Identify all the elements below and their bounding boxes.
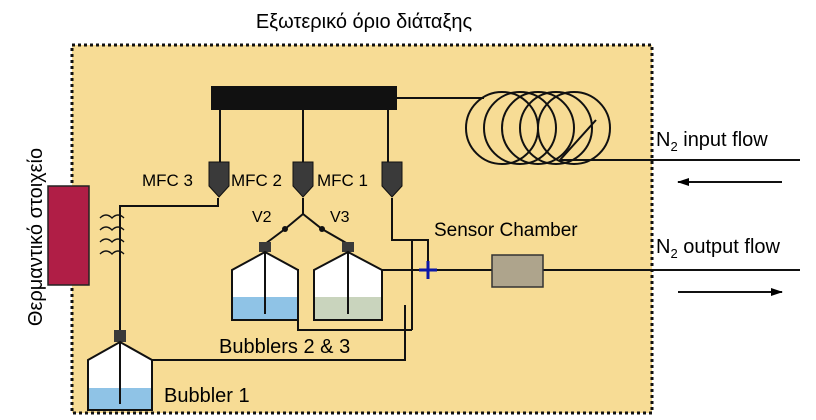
valve-v2	[282, 226, 288, 232]
output-flow-label: N2 output flow	[656, 236, 781, 261]
mfc-1-label: MFC 1	[317, 171, 368, 190]
diagram-title: Εξωτερικό όριο διάταξης	[256, 11, 473, 33]
heater-element	[47, 185, 90, 286]
input-flow-label: N2 input flow	[656, 129, 768, 154]
flow-junction	[419, 261, 437, 279]
gas-manifold	[211, 86, 397, 110]
valve-v3	[319, 226, 325, 232]
sensor-chamber	[491, 254, 544, 288]
mfc-2	[292, 161, 314, 198]
valve-v2-label: V2	[252, 209, 272, 226]
mfc-2-label: MFC 2	[231, 171, 282, 190]
heater-label: Θερμαντικό στοιχείο	[25, 148, 47, 326]
bubbler-3	[313, 242, 383, 321]
bubbler-2	[231, 242, 299, 321]
gas-coil	[465, 91, 611, 165]
mfc-3-label: MFC 3	[142, 171, 193, 190]
piping	[119, 97, 800, 361]
mfc-1	[381, 161, 403, 198]
bubblers-2-3-label: Bubblers 2 & 3	[219, 336, 350, 358]
sensor-chamber-label: Sensor Chamber	[434, 220, 578, 241]
valve-v3-label: V3	[330, 209, 350, 226]
mfc-3	[208, 161, 230, 198]
bubbler-1	[87, 330, 153, 411]
bubbler-1-label: Bubbler 1	[164, 385, 250, 407]
